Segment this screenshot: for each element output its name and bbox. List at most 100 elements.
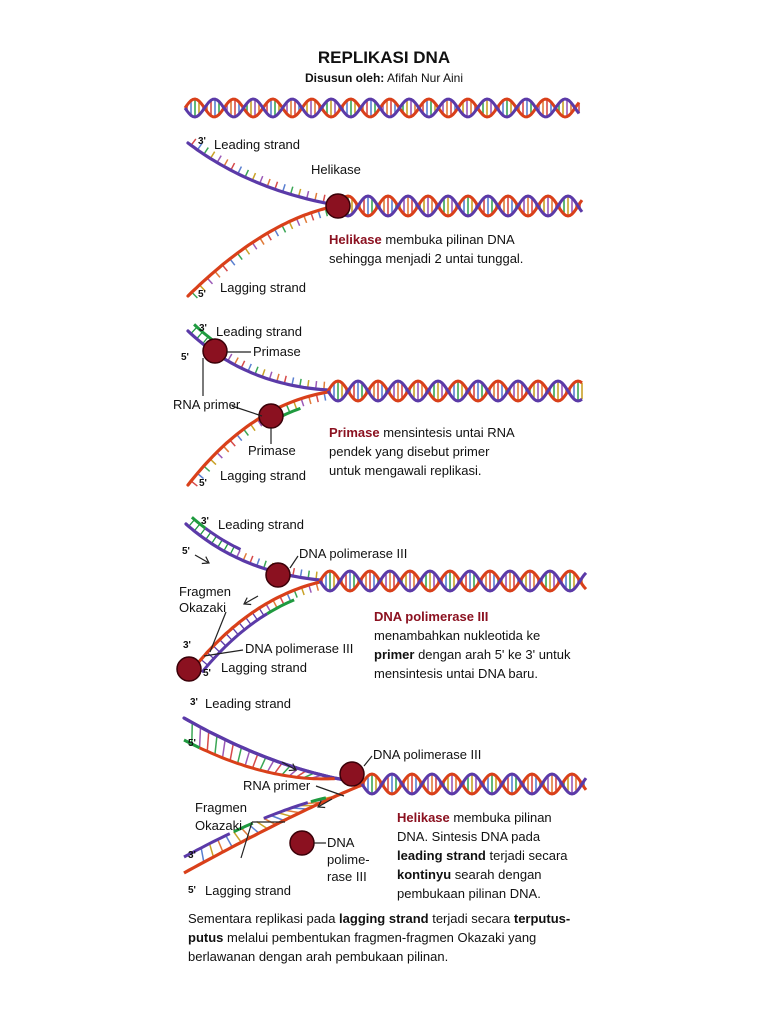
- p1-desc-line2: sehingga menjadi 2 untai tunggal.: [329, 251, 524, 266]
- p4-lagging-base: [208, 843, 215, 858]
- p3-three-prime-bottom-label: 3': [183, 640, 191, 651]
- p3-five-prime-bottom-label: 5': [203, 668, 211, 679]
- p4-desc-line4-bold: kontinyu: [397, 867, 452, 882]
- p4-primer-bottom: [310, 796, 327, 804]
- p4-three-prime-top-label: 3': [190, 697, 198, 708]
- p4-fragmen-line1: Fragmen: [195, 800, 248, 815]
- p4-primer-mid: [233, 821, 254, 834]
- p3-desc-line3-bold: primer: [374, 647, 415, 662]
- p2-desc-line1: mensintesis untai RNA: [379, 425, 515, 440]
- p4-pol-top-label: DNA polimerase III: [373, 747, 482, 762]
- top-helix-strand-a: [183, 97, 581, 119]
- p3-pol-top-label: DNA polimerase III: [299, 546, 408, 561]
- p4-lagging-base: [200, 847, 205, 863]
- p4-desc-line3-bold: leading strand: [397, 848, 486, 863]
- p3-helix-strand-a: [318, 569, 588, 593]
- p3-direction-arrow-bottom-head: [243, 597, 252, 606]
- p3-direction-arrow-top-head: [201, 556, 210, 565]
- p4-helix-strand-a: [360, 772, 588, 796]
- p3-description: DNA polimerase III menambahkan nukleotid…: [374, 607, 604, 683]
- p3-fragmen-line2: Okazaki: [179, 600, 226, 615]
- p2-desc-line3: untuk mengawali replikasi.: [329, 463, 482, 478]
- p2-five-prime-top-label: 5': [181, 352, 189, 363]
- p4-pol-bottom-line1: DNA: [327, 835, 355, 850]
- p3-okazaki-fragment: [200, 612, 269, 674]
- p2-helix-strand-a: [326, 379, 583, 403]
- author-name: Afifah Nur Aini: [386, 71, 464, 85]
- p4-desc-line5: pembukaan pilinan DNA.: [397, 886, 541, 901]
- p1-three-prime-label: 3': [198, 136, 206, 147]
- p2-desc-highlight: Primase: [329, 425, 380, 440]
- p2-primase-top-enzyme: [202, 338, 228, 364]
- p3-primer-top: [190, 516, 207, 530]
- p3-desc-line4: mensintesis untai DNA baru.: [374, 666, 539, 681]
- p4-five-prime-bottom-label: 5': [188, 885, 196, 896]
- p2-primase-top-label: Primase: [253, 344, 301, 359]
- p1-helikase-label: Helikase: [311, 162, 361, 177]
- footer-bold-terputus: terputus-putus: [188, 911, 571, 945]
- p2-desc-line2: pendek yang disebut primer: [329, 444, 490, 459]
- p2-leading-strand-label: Leading strand: [216, 324, 303, 339]
- p2-description: Primase mensintesis untai RNA pendek yan…: [329, 423, 589, 480]
- p4-three-prime-bottom-label: 3': [188, 850, 196, 861]
- p2-lagging-backbone: [186, 390, 330, 487]
- p4-leading-base: [266, 759, 275, 773]
- p3-lagging-backbone: [184, 580, 322, 680]
- footer-paragraph: Sementara replikasi pada lagging strand …: [188, 909, 578, 966]
- p4-desc-line1: membuka pilinan: [449, 810, 552, 825]
- p4-rna-primer-label: RNA primer: [243, 778, 311, 793]
- p4-lagging-base: [225, 835, 233, 848]
- p4-leading-base: [206, 731, 210, 752]
- p4-direction-arrow-top-shaft: [281, 761, 297, 771]
- p3-five-prime-top-label: 5': [182, 546, 190, 557]
- p4-lagging-base: [270, 814, 285, 822]
- p4-lagging-base: [233, 831, 242, 843]
- p1-description: Helikase membuka pilinan DNA sehingga me…: [329, 230, 589, 268]
- p4-pol-top-leader: [363, 755, 373, 767]
- p4-desc-line4-rest: searah dengan: [451, 867, 542, 882]
- p4-lagging-base: [217, 839, 224, 853]
- p4-desc-line3-rest: terjadi secara: [485, 848, 568, 863]
- p4-leading-base: [198, 727, 202, 748]
- p3-three-prime-top-label: 3': [201, 516, 209, 527]
- p4-lagging-backbone: [183, 783, 363, 875]
- p3-direction-arrow-bottom-shaft: [243, 595, 259, 605]
- p3-new-leading: [204, 526, 242, 551]
- p2-helix-strand-b: [326, 379, 583, 403]
- p4-direction-arrow-bottom-head: [317, 800, 326, 809]
- p4-leading-base: [273, 762, 283, 775]
- p4-description: Helikase membuka pilinan DNA. Sintesis D…: [397, 808, 597, 903]
- p3-pol-bottom-label: DNA polimerase III: [245, 641, 354, 656]
- footer-text-3: melalui pembentukan fragmen-fragmen Okaz…: [188, 930, 537, 964]
- p4-leading-base: [244, 750, 251, 767]
- p4-helix-strand-b: [360, 772, 588, 796]
- p3-fragmen-leader: [209, 611, 227, 653]
- p4-pol-bottom-line3: rase III: [327, 869, 367, 884]
- p4-leading-base: [281, 765, 291, 776]
- top-helix-strand-b: [183, 97, 581, 119]
- author-label: Disusun oleh:: [304, 71, 385, 85]
- p3-leading-strand-label: Leading strand: [218, 517, 305, 532]
- p4-desc-highlight: Helikase: [397, 810, 450, 825]
- p4-rna-primer-leader: [315, 785, 345, 797]
- p3-pol-bottom-enzyme: [176, 656, 202, 682]
- p1-leading-backbone: [186, 141, 338, 207]
- p3-pol-top-leader: [289, 555, 299, 569]
- p4-fragmen-leader-a: [240, 821, 253, 859]
- p1-desc-line1: membuka pilinan DNA: [381, 232, 515, 247]
- p1-helikase-enzyme: [325, 193, 351, 219]
- p2-three-prime-label: 3': [199, 323, 207, 334]
- p4-new-leading: [198, 746, 335, 781]
- p4-primer-top: [183, 738, 201, 750]
- p1-lagging-backbone: [186, 204, 338, 298]
- p4-leading-base: [221, 739, 226, 758]
- p4-five-prime-top-label: 5': [188, 738, 196, 749]
- p4-pol-bottom-line2: polime-: [327, 852, 370, 867]
- page-title: REPLIKASI DNA: [317, 48, 451, 67]
- p2-primase-bottom-label: Primase: [248, 443, 296, 458]
- p4-pol-top-enzyme: [339, 761, 365, 787]
- p4-lagging-base: [256, 820, 268, 830]
- p2-five-prime-bottom-label: 5': [199, 478, 207, 489]
- footer-bold-lagging: lagging strand: [339, 911, 429, 926]
